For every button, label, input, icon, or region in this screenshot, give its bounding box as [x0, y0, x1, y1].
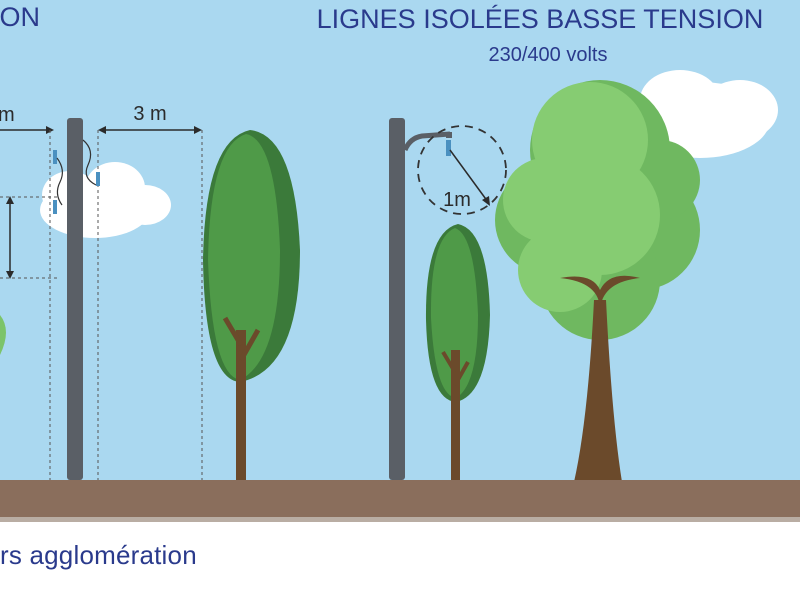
left-tree-fragment: [0, 315, 6, 355]
distance-3m-arrow-left: [98, 126, 106, 134]
tree-tall-left: [203, 130, 300, 482]
vertical-dimension-arrow-bottom: [6, 271, 14, 279]
distance-3m-label: 3 m: [133, 103, 166, 125]
ground: [0, 480, 800, 522]
left-pole-insulators: [53, 139, 100, 214]
clearance-arrow: [482, 196, 490, 206]
left-pole: [67, 118, 83, 480]
tree-large-right: [495, 80, 700, 482]
distance-3m-arrow-right: [194, 126, 202, 134]
vertical-dimension-arrow-top: [6, 196, 14, 204]
dashed-guides: [0, 130, 203, 480]
right-subtitle: 230/400 volts: [489, 44, 608, 66]
left-dimension-fragment: m: [0, 104, 15, 126]
clearance-circle: [417, 125, 507, 215]
left-title-fragment: ION: [0, 2, 40, 32]
ground-edge: [0, 517, 800, 522]
right-insulator: [446, 140, 451, 156]
tree-small-right: [425, 224, 490, 482]
right-pole: [389, 118, 452, 480]
clearance-1m-line: [449, 149, 489, 203]
clearance-1m-label: 1m: [443, 189, 471, 211]
right-title: LIGNES ISOLÉES BASSE TENSION: [317, 4, 764, 34]
caption-fragment: rs agglomération: [0, 540, 197, 570]
